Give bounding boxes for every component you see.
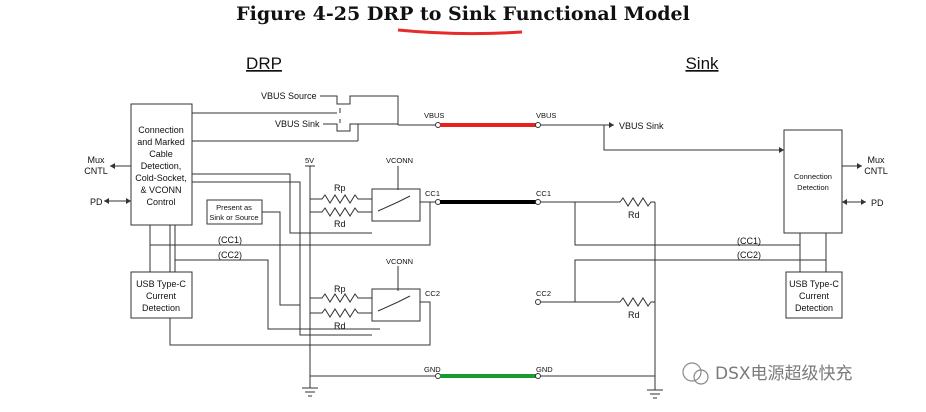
drp-heading: DRP [246,54,282,73]
drp-cntl-label: CNTL [84,166,108,176]
svg-text:and Marked: and Marked [137,137,185,147]
drp-gnd-pin: GND [424,365,441,374]
rp-bottom-label: Rp [334,284,346,294]
vbus-switches [192,95,399,142]
svg-text:DSX电源超级快充: DSX电源超级快充 [715,364,853,384]
drp-mux-arrowhead [110,163,115,169]
sink-rd-top-label: Rd [628,210,640,220]
sink-rd-top-resistor [619,197,655,207]
drp-cc2-bus: (CC2) [218,250,242,260]
sink-cc2-bus: (CC2) [737,250,761,260]
drp-pd-arrowhead-left [104,198,109,204]
svg-text:Current: Current [146,291,177,301]
sink-ground-symbol [647,202,663,399]
figure-title: Figure 4-25 DRP to Sink Functional Model [236,3,690,25]
svg-text:Current: Current [799,291,830,301]
drp-cc1-pin: CC1 [425,189,440,198]
svg-text:Connection: Connection [794,172,832,181]
sink-cc1-bus: (CC1) [737,236,761,246]
title-red-underline [397,28,523,36]
sink-mux-label: Mux [867,155,885,165]
svg-text:Cable: Cable [149,149,173,159]
cc2-switch-box [371,288,421,322]
rd-bottom-resistor [310,308,372,318]
svg-text:Present as: Present as [216,203,252,212]
svg-text:Cold-Socket,: Cold-Socket, [135,173,187,183]
rp-top-resistor [310,194,372,204]
sink-cc2-pin: CC2 [536,289,551,298]
sink-cc1-pin: CC1 [536,189,551,198]
drp-cc1-bus: (CC1) [218,235,242,245]
sink-vbus-pin: VBUS [536,111,556,120]
svg-text:Detection: Detection [797,183,829,192]
rd-bottom-label: Rd [334,321,346,331]
rd-top-label: Rd [334,219,346,229]
sink-usb-detect-box: USB Type-C Current Detection [785,271,843,319]
drp-cc2-pin: CC2 [425,289,440,298]
sink-vbus-sink-label: VBUS Sink [619,121,664,131]
drp-vbus-pin: VBUS [424,111,444,120]
svg-text:Detection,: Detection, [141,161,182,171]
vconn-top-label: VCONN [386,156,413,165]
sink-rd-bottom-label: Rd [628,310,640,320]
watermark: DSX电源超级快充 [682,362,853,385]
drp-mux-label: Mux [87,155,105,165]
vbus-sink-label: VBUS Sink [275,119,320,129]
drp-pd-label: PD [90,197,103,207]
vconn-bottom-label: VCONN [386,257,413,266]
svg-text:Detection: Detection [142,303,180,313]
sink-gnd-pin: GND [536,365,553,374]
sink-pd-label: PD [871,198,884,208]
drp-usb-detect-box: USB Type-C Current Detection [130,271,193,319]
cc1-switch-box [371,188,421,222]
vbus-source-label: VBUS Source [261,91,317,101]
drp-ground-symbol [302,376,318,397]
svg-text:Sink or Source: Sink or Source [209,213,258,222]
svg-text:& VCONN: & VCONN [140,185,181,195]
svg-text:Detection: Detection [795,303,833,313]
five-v-label: 5V [305,156,314,165]
sink-rd-bottom-resistor [619,297,655,307]
rd-top-resistor [310,207,372,217]
sink-conn-detect-box: Connection Detection [783,129,843,234]
drp-control-box: Connection and Marked Cable Detection, C… [130,103,193,226]
rp-bottom-resistor [310,293,372,303]
svg-text:Control: Control [146,197,175,207]
sink-cntl-label: CNTL [864,166,888,176]
sink-heading: Sink [685,54,719,73]
present-as-box: Present as Sink or Source [206,199,263,225]
svg-text:USB Type-C: USB Type-C [136,279,186,289]
rp-top-label: Rp [334,183,346,193]
svg-text:USB Type-C: USB Type-C [789,279,839,289]
drp-pd-arrowhead-right [126,198,131,204]
svg-text:Connection: Connection [138,125,184,135]
